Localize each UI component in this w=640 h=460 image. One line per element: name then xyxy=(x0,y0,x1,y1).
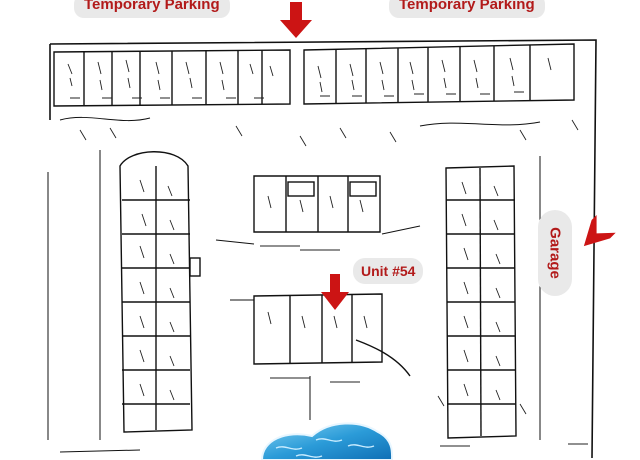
temporary-parking-label: Temporary Parking xyxy=(389,0,545,18)
building-left xyxy=(119,151,201,433)
temporary-parking-label: Temporary Parking xyxy=(74,0,230,18)
garage-label: Garage xyxy=(538,210,572,296)
building-center-lower xyxy=(253,293,411,377)
unit-label: Unit #54 xyxy=(353,258,424,284)
building-center-upper xyxy=(253,175,381,233)
survey-markings xyxy=(67,57,588,447)
red-arrow-icon xyxy=(280,2,312,38)
building-top-left xyxy=(53,49,291,107)
property-boundary xyxy=(49,39,597,459)
swimming-pool xyxy=(260,422,394,460)
building-right xyxy=(445,165,517,439)
building-top-right xyxy=(303,43,575,105)
red-arrow-icon xyxy=(583,215,616,247)
red-arrow-icon xyxy=(321,274,349,310)
perimeter-lines xyxy=(47,116,541,453)
garage-label-text: Garage xyxy=(546,227,564,279)
